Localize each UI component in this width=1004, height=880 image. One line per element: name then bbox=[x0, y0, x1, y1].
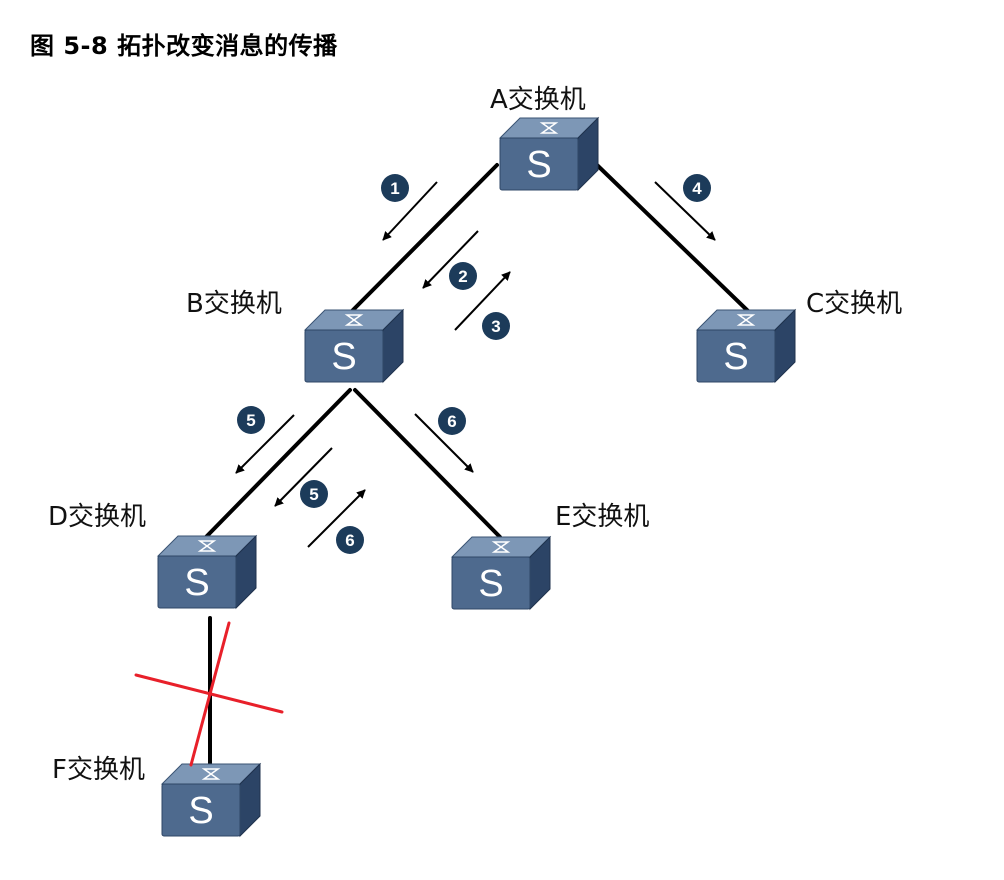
switch-front-face bbox=[696, 329, 776, 383]
switch-label: F交换机 bbox=[52, 755, 145, 785]
link-b-d bbox=[204, 388, 352, 539]
switch-label: C交换机 bbox=[806, 289, 902, 319]
step-badge-4: 4 bbox=[683, 174, 711, 202]
switch-letter: S bbox=[331, 336, 356, 378]
step-badge-2: 2 bbox=[449, 262, 477, 290]
message-arrow-b-to-a bbox=[454, 271, 511, 331]
figure-title: 图 5-8 拓扑改变消息的传播 bbox=[30, 32, 338, 60]
switch-symbol-icon bbox=[736, 314, 756, 326]
step-badge-circle bbox=[381, 174, 409, 202]
step-badge-circle bbox=[438, 407, 466, 435]
switch-front-face bbox=[451, 556, 531, 610]
switch-front-face bbox=[304, 329, 384, 383]
switch-f: S F交换机 bbox=[52, 755, 262, 838]
step-number: 6 bbox=[447, 412, 456, 431]
step-badge-circle bbox=[449, 262, 477, 290]
switch-letter: S bbox=[478, 563, 503, 605]
message-arrow-b-to-e bbox=[414, 413, 474, 473]
message-arrow-b-to-d bbox=[307, 489, 366, 548]
step-number: 3 bbox=[491, 317, 500, 336]
message-arrow-a-to-c bbox=[274, 447, 333, 507]
switch-b: S B交换机 bbox=[186, 289, 405, 384]
switch-letter: S bbox=[184, 562, 209, 604]
message-arrow-a-to-b bbox=[654, 181, 716, 241]
step-badge-6: 6 bbox=[336, 526, 364, 554]
step-badge-circle bbox=[482, 312, 510, 340]
step-number: 5 bbox=[246, 411, 255, 430]
step-badge-3: 3 bbox=[482, 312, 510, 340]
switches-layer: S A交换机 S B交换机 S C交换机 S D交换机 S E交换机 S F交换机 bbox=[48, 85, 902, 838]
switch-symbol-icon bbox=[491, 541, 511, 553]
switch-symbol-icon bbox=[344, 314, 364, 326]
step-badge-6: 6 bbox=[438, 407, 466, 435]
switch-e: S E交换机 bbox=[450, 502, 649, 611]
switch-symbol-icon bbox=[539, 122, 559, 134]
step-badge-circle bbox=[237, 406, 265, 434]
step-number: 6 bbox=[345, 531, 354, 550]
switch-d: S D交换机 bbox=[48, 502, 258, 610]
switch-label: A交换机 bbox=[490, 85, 586, 115]
switch-front-face bbox=[499, 137, 579, 191]
message-arrow-b-to-d bbox=[422, 230, 479, 289]
link-a-b bbox=[350, 163, 499, 313]
step-number: 1 bbox=[390, 179, 399, 198]
switch-front-face bbox=[157, 555, 237, 609]
arrows-layer: 1 2 3 4 5 5 6 6 bbox=[235, 174, 716, 554]
step-number: 2 bbox=[458, 267, 467, 286]
switch-c: S C交换机 bbox=[695, 289, 902, 384]
step-badge-circle bbox=[300, 480, 328, 508]
step-badge-circle bbox=[336, 526, 364, 554]
link-a-c bbox=[595, 163, 750, 313]
switch-symbol-icon bbox=[197, 540, 217, 552]
message-arrow-a-to-b bbox=[235, 414, 295, 474]
switch-letter: S bbox=[188, 790, 213, 832]
links-layer bbox=[204, 163, 750, 767]
step-badge-5: 5 bbox=[300, 480, 328, 508]
switch-a: S A交换机 bbox=[490, 85, 600, 192]
failure-cross-stroke bbox=[189, 621, 231, 767]
switch-label: D交换机 bbox=[48, 502, 146, 532]
switch-symbol-icon bbox=[201, 768, 221, 780]
step-number: 4 bbox=[692, 179, 702, 198]
step-badge-circle bbox=[683, 174, 711, 202]
switch-letter: S bbox=[526, 144, 551, 186]
step-number: 5 bbox=[309, 485, 318, 504]
step-badge-5: 5 bbox=[237, 406, 265, 434]
switch-label: E交换机 bbox=[555, 502, 649, 532]
switch-letter: S bbox=[723, 336, 748, 378]
switch-label: B交换机 bbox=[186, 289, 282, 319]
switch-front-face bbox=[161, 783, 241, 837]
message-arrow-d-to-b bbox=[382, 181, 438, 241]
link-failure-mark bbox=[134, 621, 284, 767]
step-badge-1: 1 bbox=[381, 174, 409, 202]
failure-layer bbox=[134, 621, 284, 767]
link-b-e bbox=[353, 388, 502, 539]
